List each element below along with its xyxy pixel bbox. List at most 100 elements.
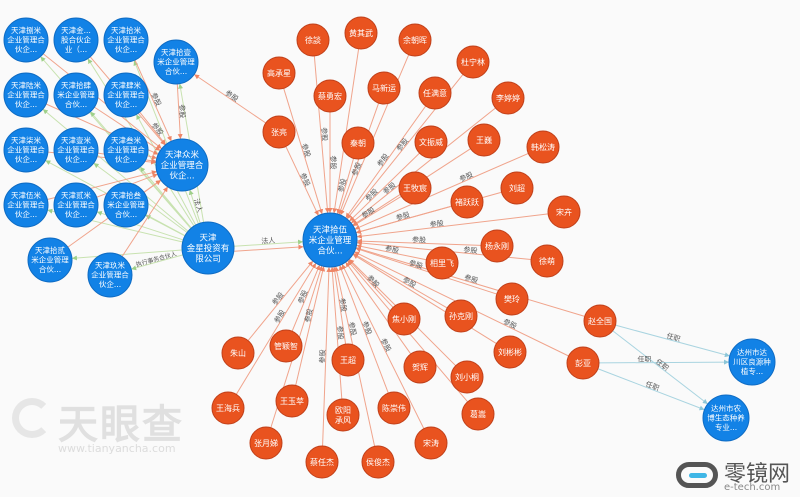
person-node[interactable]: 焦小刚 xyxy=(387,302,421,336)
company-node[interactable]: 达州市达川区良源种植专... xyxy=(728,338,776,386)
person-node[interactable]: 韩松涛 xyxy=(526,130,560,164)
person-node[interactable]: 宋卉 xyxy=(547,195,581,229)
company-node[interactable]: 天津拾肆米企业管理合伙... xyxy=(53,72,99,118)
edge-share xyxy=(332,266,347,345)
node-circle xyxy=(302,212,358,268)
person-node[interactable]: 秦朝 xyxy=(341,126,375,160)
person-node[interactable]: 杜宁林 xyxy=(456,45,490,79)
node-circle xyxy=(3,127,49,173)
person-node[interactable]: 余朝晖 xyxy=(398,23,432,57)
person-node[interactable]: 管颖智 xyxy=(269,329,303,363)
person-node[interactable]: 蔡勇宏 xyxy=(313,79,347,113)
company-node[interactable]: 天津拾壹米企业管理合伙... xyxy=(153,39,199,85)
node-circle xyxy=(566,346,600,380)
person-node[interactable]: 李婷婷 xyxy=(491,81,525,115)
company-node[interactable]: 天津众米企业管理合伙企... xyxy=(155,138,209,192)
company-node[interactable]: 达州市农博生态种养专业... xyxy=(702,394,750,442)
edge-label-share: 参股 xyxy=(463,245,478,255)
company-node[interactable]: 天津拾贰米企业管理合伙... xyxy=(27,237,73,283)
company-node[interactable]: 天津拾米企业管理合伙企... xyxy=(103,17,149,63)
edge-share xyxy=(139,111,167,146)
company-node[interactable]: 天津肆米企业管理合伙企... xyxy=(103,72,149,118)
company-node[interactable]: 天津拾伍米企业管理合伙... xyxy=(302,212,358,268)
person-node[interactable]: 刘小桐 xyxy=(450,360,484,394)
node-label: 韩松涛 xyxy=(531,142,555,152)
person-node[interactable]: 杨永刚 xyxy=(480,229,514,263)
company-node[interactable]: 天津捌米企业管理合伙企... xyxy=(3,17,49,63)
person-node[interactable]: 高承星 xyxy=(262,56,296,90)
node-circle xyxy=(387,302,421,336)
person-node[interactable]: 刘超 xyxy=(500,171,534,205)
node-circle xyxy=(103,72,149,118)
node-circle xyxy=(341,126,375,160)
person-node[interactable]: 张月娣 xyxy=(249,426,283,460)
node-label: 侯俊杰 xyxy=(366,457,390,467)
node-circle xyxy=(702,394,750,442)
person-node[interactable]: 王玉苹 xyxy=(275,384,309,418)
node-circle xyxy=(467,123,501,157)
person-node[interactable]: 马新运 xyxy=(367,71,401,105)
node-label: 伙企... xyxy=(115,154,137,164)
company-node[interactable]: 天津拾叁米企业管理合伙... xyxy=(103,182,149,228)
edge-share xyxy=(291,264,321,332)
node-circle xyxy=(344,16,378,50)
company-node[interactable]: 天津壹米企业管理合伙企... xyxy=(53,127,99,173)
company-node[interactable]: 天津贰米企业管理合伙企... xyxy=(53,182,99,228)
person-node[interactable]: 葛嵩 xyxy=(461,397,495,431)
edge-share xyxy=(285,146,319,216)
edge-label-share: 参股 xyxy=(303,308,315,324)
node-label: 王超 xyxy=(340,355,356,365)
person-node[interactable]: 刘彬彬 xyxy=(493,335,527,369)
node-circle xyxy=(3,72,49,118)
node-circle xyxy=(583,304,617,338)
edge-share xyxy=(134,59,172,142)
edge-share xyxy=(247,260,314,341)
company-node[interactable]: 天津玖米企业管理合伙企... xyxy=(87,252,133,298)
node-label: 天津金... xyxy=(61,25,91,35)
edge-share xyxy=(356,213,549,239)
person-node[interactable]: 赵全国 xyxy=(583,304,617,338)
node-label: 陈崇伟 xyxy=(382,403,406,413)
person-node[interactable]: 王牧宸 xyxy=(398,171,432,205)
edge-label-share: 参股 xyxy=(395,210,411,222)
person-node[interactable]: 宋涛 xyxy=(414,426,448,460)
node-label: 天津众米 xyxy=(165,149,200,160)
person-node[interactable]: 任满意 xyxy=(418,76,452,110)
company-node[interactable]: 天津伍米企业管理合伙企... xyxy=(3,182,49,228)
person-node[interactable]: 蔡任杰 xyxy=(305,445,339,479)
node-label: 余朝晖 xyxy=(403,35,427,45)
person-node[interactable]: 徐談 xyxy=(296,23,330,57)
edge-label-share: 参股 xyxy=(458,170,474,184)
company-node[interactable]: 天津金...股合伙企业（... xyxy=(53,17,99,63)
logo-url: e-tech.com xyxy=(724,482,781,493)
person-node[interactable]: 褚跃跃 xyxy=(450,185,484,219)
company-node[interactable]: 天津陆米企业管理合伙企... xyxy=(3,72,49,118)
edge-label-share: 参股 xyxy=(272,308,287,325)
edge-share xyxy=(345,261,412,355)
edge-share xyxy=(329,266,343,400)
person-node[interactable]: 徐萌 xyxy=(530,244,564,278)
node-label: 天津肆米 xyxy=(111,80,141,90)
person-node[interactable]: 王超 xyxy=(331,343,365,377)
person-node[interactable]: 王巍 xyxy=(467,123,501,157)
person-node[interactable]: 朱山 xyxy=(221,336,255,370)
edge-share xyxy=(353,253,448,309)
person-node[interactable]: 孙克刚 xyxy=(444,299,478,333)
person-node[interactable]: 文振威 xyxy=(414,125,448,159)
edge-role xyxy=(598,359,730,365)
person-node[interactable]: 张亮 xyxy=(262,115,296,149)
company-node[interactable]: 天津柒米企业管理合伙企... xyxy=(3,127,49,173)
person-node[interactable]: 王海兵 xyxy=(211,391,245,425)
person-node[interactable]: 相里飞 xyxy=(425,246,459,280)
person-node[interactable]: 樊玲 xyxy=(495,282,529,316)
person-node[interactable]: 贺辉 xyxy=(403,350,437,384)
company-node[interactable]: 天津叁米企业管理合伙企... xyxy=(103,127,149,173)
person-node[interactable]: 黄其武 xyxy=(344,16,378,50)
edge-label-share: 参股 xyxy=(379,337,393,354)
person-node[interactable]: 陈崇伟 xyxy=(377,391,411,425)
person-node[interactable]: 彭亚 xyxy=(566,346,600,380)
person-node[interactable]: 侯俊杰 xyxy=(361,445,395,479)
